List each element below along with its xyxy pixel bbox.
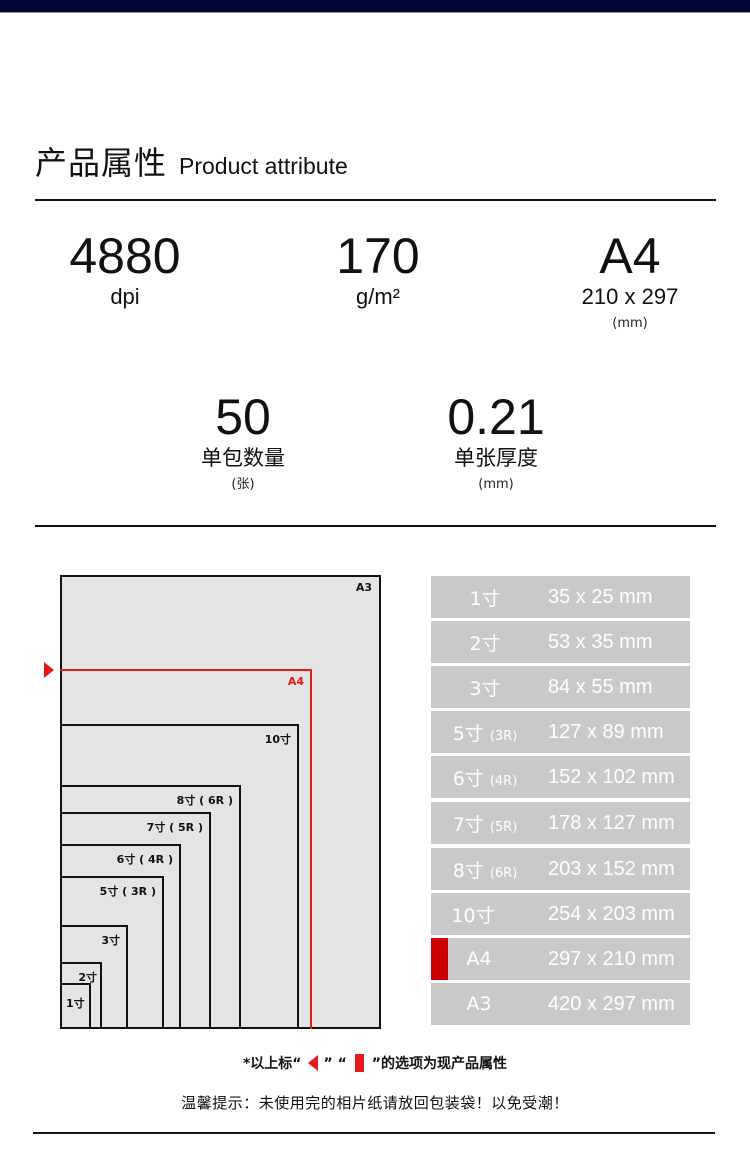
title-cn: 产品属性 [35, 144, 168, 182]
box-label: 7寸 ( 5R ) [146, 821, 203, 834]
size-row: 1寸 35 x 25 mm [431, 576, 690, 618]
box-label: A3 [355, 581, 372, 594]
box-label: 5寸 ( 3R ) [99, 885, 156, 898]
box-label: 3寸 [101, 934, 120, 947]
legend-text: *以上标“ [242, 1056, 302, 1072]
box-2-inch: 2寸 [60, 962, 102, 1029]
red-triangle-icon [307, 1055, 318, 1071]
stat-sub: (mm) [612, 316, 648, 331]
box-label: 10寸 [264, 733, 291, 746]
box-a4: A4 [60, 669, 312, 1029]
size-name: 8寸 (6R) [452, 859, 518, 882]
size-name: A3 [466, 993, 492, 1015]
stat-weight: 170 g/m² [278, 229, 478, 311]
stat-unit: 210 x 297 [581, 284, 679, 309]
size-name: 7寸 (5R) [452, 813, 518, 836]
stat-unit: 单包数量 [201, 446, 285, 470]
box-6-inch: 6寸 ( 4R ) [60, 844, 181, 1029]
size-dimensions: 420 x 297 mm [548, 992, 675, 1015]
divider-top [35, 199, 716, 201]
size-dimensions: 254 x 203 mm [548, 902, 675, 925]
size-row: A3 420 x 297 mm [431, 983, 690, 1025]
highlight-pointer-icon [44, 662, 54, 678]
box-8-inch: 8寸 ( 6R ) [60, 785, 241, 1029]
top-banner-bar [0, 0, 750, 12]
top-banner-line [0, 12, 750, 13]
stat-sub: (mm) [478, 477, 514, 492]
legend-note: *以上标“ ” “ ”的选项为现产品属性 [0, 1053, 750, 1073]
size-row: 2寸 53 x 35 mm [431, 621, 690, 663]
stat-unit: 单张厚度 [454, 446, 538, 470]
box-a3: A3 [60, 575, 381, 1029]
box-5-inch: 5寸 ( 3R ) [60, 876, 164, 1029]
selected-marker-icon [431, 938, 448, 980]
legend-text: ”的选项为现产品属性 [371, 1056, 507, 1072]
stat-value: 0.21 [447, 389, 545, 445]
size-row: 8寸 (6R) 203 x 152 mm [431, 848, 690, 890]
divider-middle [35, 525, 716, 527]
divider-bottom [33, 1132, 715, 1134]
size-name: 2寸 [469, 632, 501, 655]
size-name: A4 [466, 948, 492, 970]
size-row-selected: A4 297 x 210 mm [431, 938, 690, 980]
stat-pack-quantity: 50 单包数量 (张) [143, 390, 343, 496]
section-title: 产品属性 Product attribute [35, 138, 348, 184]
size-comparison-diagram: A3 A4 10寸 8寸 ( 6R ) 7寸 ( 5R ) 6寸 ( 4R ) … [60, 575, 381, 1029]
stat-sub: (张) [231, 477, 255, 492]
stat-paper-size: A4 210 x 297 (mm) [530, 229, 730, 335]
legend-text: ” “ [323, 1056, 347, 1072]
size-row: 6寸 (4R) 152 x 102 mm [431, 756, 690, 798]
size-row: 10寸 254 x 203 mm [431, 893, 690, 935]
size-dimensions: 127 x 89 mm [548, 720, 664, 743]
stat-value: 170 [336, 228, 420, 284]
box-10-inch: 10寸 [60, 724, 299, 1029]
stat-value: A4 [599, 228, 661, 284]
stat-resolution: 4880 dpi [25, 229, 225, 311]
title-en: Product attribute [179, 153, 348, 179]
stat-unit: g/m² [356, 284, 400, 309]
stat-value: 50 [215, 389, 271, 445]
box-3-inch: 3寸 [60, 925, 128, 1029]
size-dimensions: 152 x 102 mm [548, 765, 675, 788]
box-label: A4 [287, 675, 304, 688]
size-name: 6寸 (4R) [452, 767, 518, 790]
stat-thickness: 0.21 单张厚度 (mm) [396, 390, 596, 496]
size-row: 3寸 84 x 55 mm [431, 666, 690, 708]
size-row: 7寸 (5R) 178 x 127 mm [431, 802, 690, 844]
red-bar-icon [354, 1054, 364, 1072]
box-label: 1寸 [66, 997, 85, 1010]
size-dimensions: 35 x 25 mm [548, 585, 653, 608]
size-dimensions: 53 x 35 mm [548, 630, 653, 653]
box-1-inch: 1寸 [60, 983, 91, 1029]
stat-value: 4880 [69, 228, 181, 284]
size-dimensions: 203 x 152 mm [548, 857, 675, 880]
box-label: 2寸 [78, 971, 97, 984]
box-7-inch: 7寸 ( 5R ) [60, 812, 211, 1029]
size-dimensions: 84 x 55 mm [548, 675, 653, 698]
size-name: 10寸 [451, 904, 495, 927]
size-name: 3寸 [469, 677, 501, 700]
size-row: 5寸 (3R) 127 x 89 mm [431, 711, 690, 753]
stat-unit: dpi [110, 284, 140, 309]
size-dimensions: 297 x 210 mm [548, 947, 675, 970]
size-dimensions: 178 x 127 mm [548, 811, 675, 834]
size-name: 5寸 (3R) [452, 722, 518, 745]
box-label: 6寸 ( 4R ) [116, 853, 173, 866]
size-name: 1寸 [469, 587, 501, 610]
box-label: 8寸 ( 6R ) [176, 794, 233, 807]
storage-tip: 温馨提示：未使用完的相片纸请放回包装袋！以免受潮！ [181, 1094, 569, 1112]
